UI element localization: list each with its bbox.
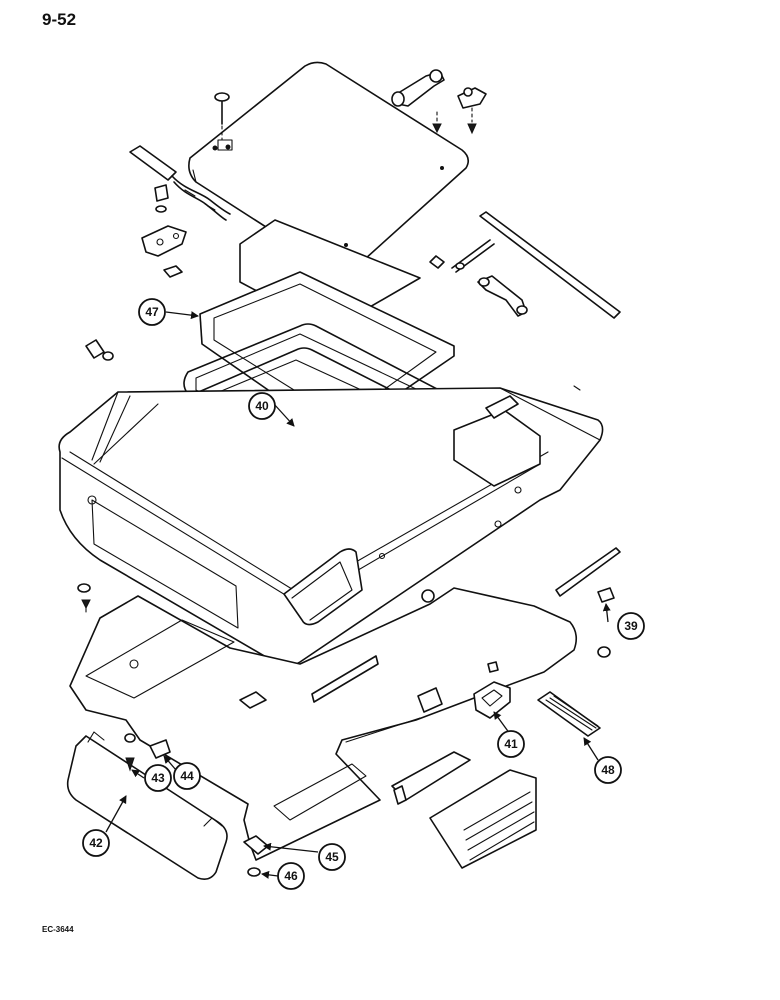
callout-44: 44: [173, 762, 201, 790]
lid-latch: [457, 87, 487, 135]
gas-strut: [429, 239, 495, 273]
callout-46: 46: [277, 862, 305, 890]
callout-45: 45: [318, 843, 346, 871]
speaker-cover: [391, 751, 471, 805]
callout-42-label: 42: [89, 836, 103, 850]
callout-41-label: 41: [504, 737, 518, 751]
headliner-fasteners: [77, 583, 611, 673]
bolt-washer: [85, 339, 114, 361]
callout-42: 42: [82, 829, 110, 857]
headliner-panel: [69, 587, 578, 861]
visor-clip: [124, 733, 171, 772]
callout-46-label: 46: [284, 869, 298, 883]
callout-41: 41: [497, 730, 525, 758]
drawing-code: EC-3644: [42, 925, 74, 934]
callout-43-label: 43: [151, 771, 165, 785]
speaker-grille: [429, 769, 537, 869]
hatch-lid: [188, 61, 470, 274]
callout-45-label: 45: [325, 850, 339, 864]
callout-40-label: 40: [255, 399, 269, 413]
callout-47: 47: [138, 298, 166, 326]
lid-hinge: [141, 184, 187, 278]
clip-39: [597, 587, 615, 603]
callout-39: 39: [617, 612, 645, 640]
lid-screw: [214, 92, 230, 141]
callout-47-label: 47: [145, 305, 159, 319]
long-bar: [479, 211, 621, 319]
sun-visor: [66, 731, 228, 880]
vent-grille: [537, 691, 601, 737]
page-number: 9-52: [42, 10, 77, 29]
trim-rod: [555, 547, 621, 597]
interior-grab-handle: [477, 275, 528, 317]
interior-light: [473, 681, 511, 719]
callout-43: 43: [144, 764, 172, 792]
callout-40: 40: [248, 392, 276, 420]
lid-stay-strap: [129, 145, 231, 221]
roof-shell: [58, 385, 604, 667]
callout-39-label: 39: [624, 619, 638, 633]
lid-handle: [391, 69, 445, 134]
callout-48: 48: [594, 756, 622, 784]
leader-lines: [105, 311, 611, 879]
callout-48-label: 48: [601, 763, 615, 777]
callout-44-label: 44: [180, 769, 194, 783]
